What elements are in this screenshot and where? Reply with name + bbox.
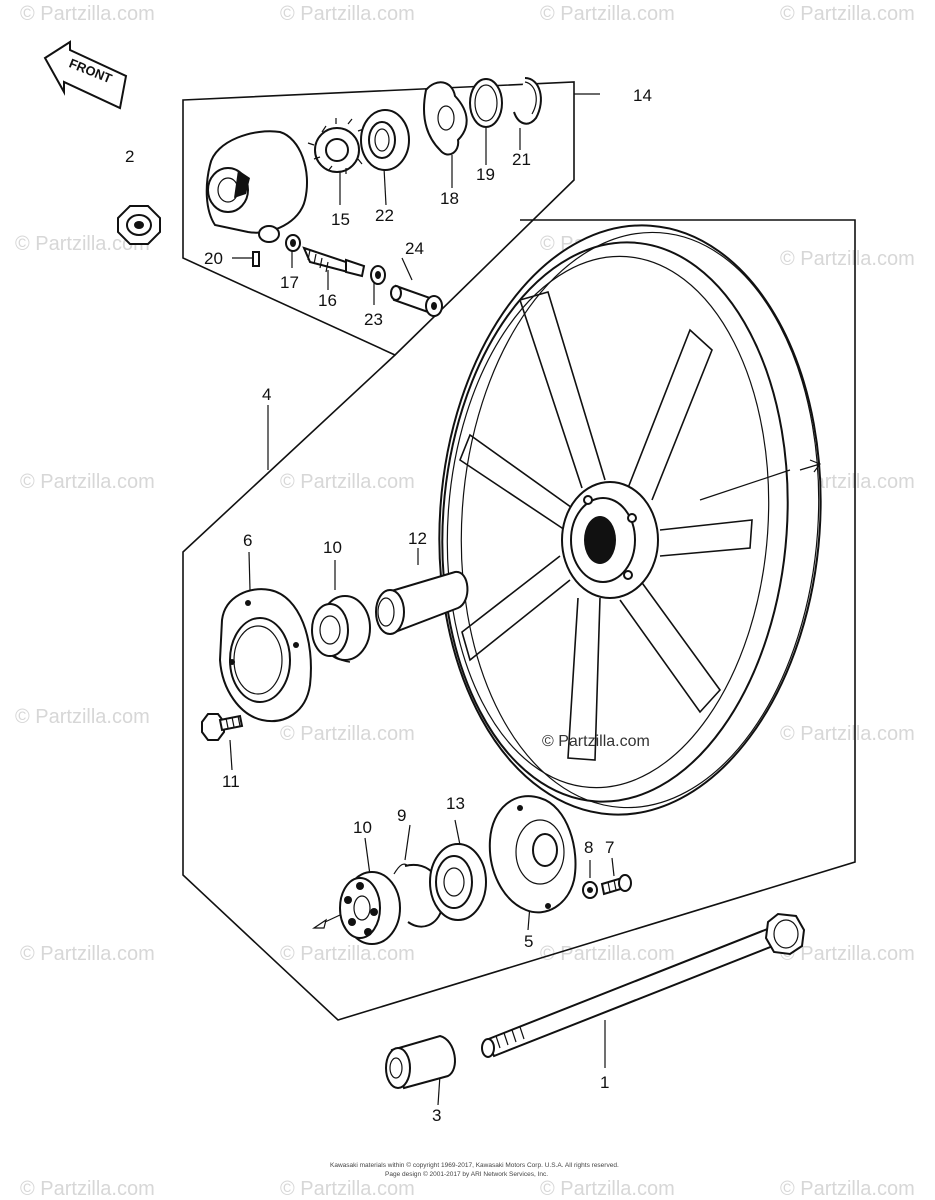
leader-lines xyxy=(229,93,615,1106)
watermark: © Partzilla.com xyxy=(15,233,150,255)
cast-wheel xyxy=(438,224,822,816)
callout-14: 14 xyxy=(633,86,652,105)
watermark: © Partzilla.com xyxy=(780,3,915,25)
speedometer-gear-box-outline xyxy=(182,81,575,356)
callout-6: 6 xyxy=(243,531,252,550)
callout-23: 23 xyxy=(364,310,383,329)
screw-7 xyxy=(600,874,632,896)
hub-cover-5 xyxy=(488,795,577,914)
watermark: © Partzilla.com xyxy=(780,723,915,745)
wheel-spokes xyxy=(459,291,753,761)
washer-17 xyxy=(285,234,301,252)
watermark-layer: © Partzilla.com © Partzilla.com © Partzi… xyxy=(15,3,915,1200)
watermark: © Partzilla.com xyxy=(20,1178,155,1200)
axle-nut xyxy=(117,205,161,245)
copyright-line-1: Kawasaki materials within © copyright 19… xyxy=(330,1161,619,1169)
callout-22: 22 xyxy=(375,206,394,225)
front-axle xyxy=(481,912,806,1058)
watermark: © Partzilla.com xyxy=(780,1178,915,1200)
callout-10-upper: 10 xyxy=(323,538,342,557)
callout-9: 9 xyxy=(397,806,406,825)
grease-seal xyxy=(360,109,410,171)
speedometer-gear-housing xyxy=(205,130,309,243)
callout-18: 18 xyxy=(440,189,459,208)
callout-15: 15 xyxy=(331,210,350,229)
callout-7: 7 xyxy=(605,838,614,857)
assembly-outlines xyxy=(182,81,856,1021)
watermark: © Partzilla.com xyxy=(280,1178,415,1200)
callout-16: 16 xyxy=(318,291,337,310)
ball-bearing-10-lower xyxy=(339,871,401,945)
watermark: © Partzilla.com xyxy=(20,471,155,493)
callout-5: 5 xyxy=(524,932,533,951)
speedometer-pinion-gear xyxy=(302,246,366,278)
watermark: © Partzilla.com xyxy=(540,3,675,25)
callout-10-lower: 10 xyxy=(353,818,372,837)
callout-4: 4 xyxy=(262,385,271,404)
hub-cover-6 xyxy=(218,588,312,723)
watermark: © Partzilla.com xyxy=(20,943,155,965)
watermark: © Partzilla.com xyxy=(540,1178,675,1200)
speedometer-gear-clutch xyxy=(422,81,468,156)
callout-19: 19 xyxy=(476,165,495,184)
watermark: © Partzilla.com xyxy=(540,943,675,965)
circlip-21 xyxy=(513,77,542,125)
callout-3: 3 xyxy=(432,1106,441,1125)
center-watermark: © Partzilla.com xyxy=(542,733,650,750)
watermark: © Partzilla.com xyxy=(15,706,150,728)
callout-20: 20 xyxy=(204,249,223,268)
callout-1: 1 xyxy=(600,1073,609,1092)
callout-11: 11 xyxy=(222,772,240,791)
copyright-footer: Kawasaki materials within © copyright 19… xyxy=(330,1161,619,1178)
watermark: © Partzilla.com xyxy=(280,943,415,965)
grease-seal-13 xyxy=(429,843,487,921)
pin-20 xyxy=(252,251,260,267)
axle-collar-3 xyxy=(385,1034,456,1090)
callout-12: 12 xyxy=(408,529,427,548)
front-direction-arrow: FRONT xyxy=(43,40,128,110)
speedometer-drive-gear xyxy=(307,118,369,174)
wheel-assembly-box-outline xyxy=(182,219,856,1021)
callout-17: 17 xyxy=(280,273,299,292)
callout-24: 24 xyxy=(405,239,424,258)
watermark: © Partzilla.com xyxy=(280,3,415,25)
watermark: © Partzilla.com xyxy=(280,723,415,745)
watermark: © Partzilla.com xyxy=(780,943,915,965)
callout-13: 13 xyxy=(446,794,465,813)
callout-numbers: 1 2 3 4 5 6 7 8 9 10 10 11 12 13 14 15 1… xyxy=(125,86,652,1125)
callout-8: 8 xyxy=(584,838,593,857)
axle-direction-arrow xyxy=(312,914,341,929)
washer-8 xyxy=(582,881,598,899)
bushing-24 xyxy=(390,284,443,317)
callout-2: 2 xyxy=(125,147,134,166)
callout-21: 21 xyxy=(512,150,531,169)
watermark: © Partzilla.com xyxy=(780,248,915,270)
watermark: © Partzilla.com xyxy=(280,471,415,493)
ball-bearing-10-upper xyxy=(311,595,371,663)
bolt-11 xyxy=(201,713,244,741)
copyright-line-2: Page design © 2001-2017 by ARI Network S… xyxy=(385,1170,548,1178)
distance-collar-12 xyxy=(375,571,469,635)
washer-23 xyxy=(370,265,386,285)
washer-19 xyxy=(469,78,503,128)
watermark: © Partzilla.com xyxy=(20,3,155,25)
